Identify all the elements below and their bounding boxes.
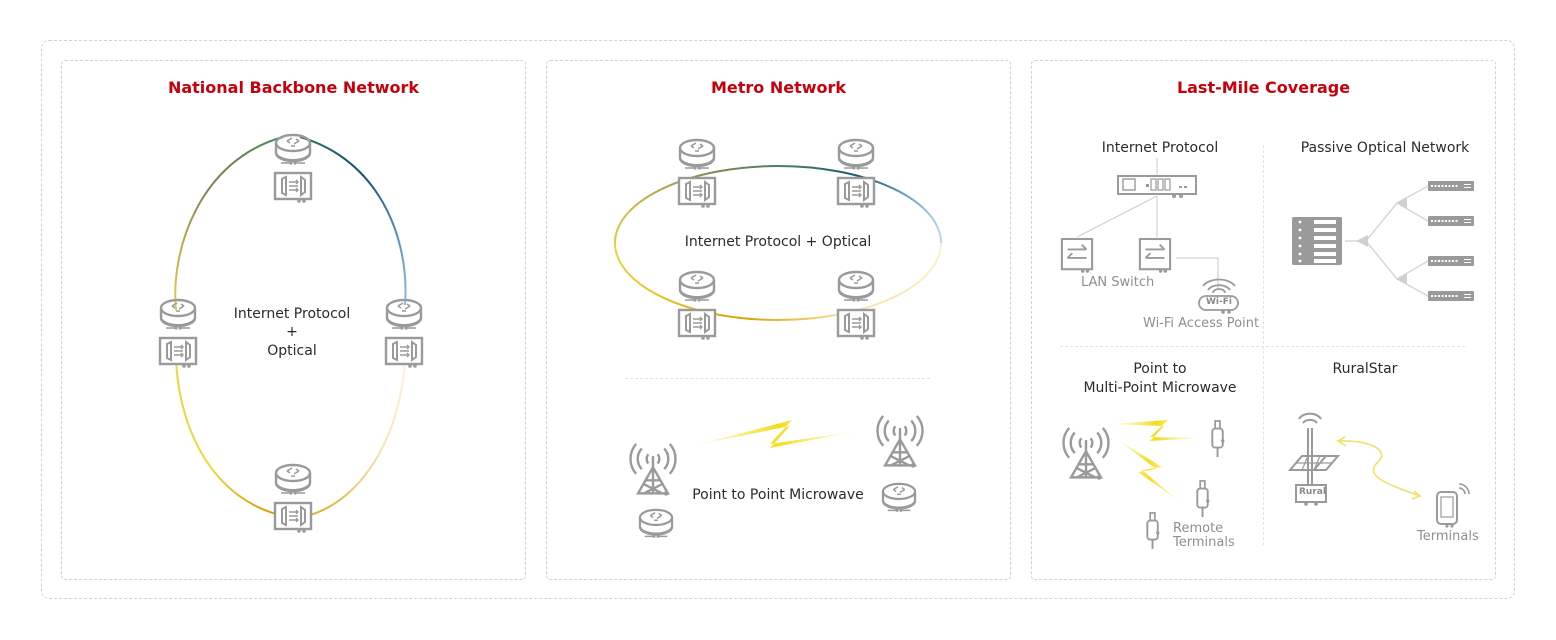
backbone-label-optical: Optical bbox=[267, 343, 317, 359]
p2mp-title-line1: Point to bbox=[1133, 361, 1187, 377]
lastmile-divider-vertical bbox=[1263, 145, 1264, 545]
diagram-frame bbox=[41, 40, 1515, 599]
panel-title: Last-Mile Coverage bbox=[1176, 78, 1351, 97]
wifi-badge: Wi-Fi bbox=[1206, 297, 1232, 307]
remote-terminals-label-line1: Remote bbox=[1173, 521, 1224, 536]
ip-section-title: Internet Protocol bbox=[1101, 140, 1219, 156]
p2mp-title-line2: Multi-Point Microwave bbox=[1083, 380, 1237, 396]
lastmile-divider-horizontal bbox=[1060, 346, 1465, 347]
panel-metro-network: Metro Network bbox=[546, 60, 1011, 580]
backbone-label-plus: + bbox=[286, 324, 298, 340]
panel-title: Metro Network bbox=[710, 78, 847, 97]
metro-ring-label: Internet Protocol + Optical bbox=[684, 234, 872, 250]
metro-microwave-label: Point to Point Microwave bbox=[692, 487, 864, 503]
remote-terminals-label-line2: Terminals bbox=[1173, 535, 1235, 550]
pon-section-title: Passive Optical Network bbox=[1300, 140, 1470, 156]
backbone-label-ip: Internet Protocol bbox=[233, 306, 351, 322]
panel-title: National Backbone Network bbox=[167, 78, 420, 97]
panel-last-mile: Last-Mile Coverage bbox=[1031, 60, 1496, 580]
wifi-access-point-label: Wi-Fi Access Point bbox=[1143, 316, 1260, 331]
panel-national-backbone: National Backbone Network bbox=[61, 60, 526, 580]
rural-badge: Rural bbox=[1299, 487, 1326, 497]
lan-switch-label: LAN Switch bbox=[1081, 275, 1155, 290]
ruralstar-title: RuralStar bbox=[1332, 361, 1398, 377]
metro-divider bbox=[625, 378, 930, 379]
terminals-label: Terminals bbox=[1417, 529, 1479, 544]
